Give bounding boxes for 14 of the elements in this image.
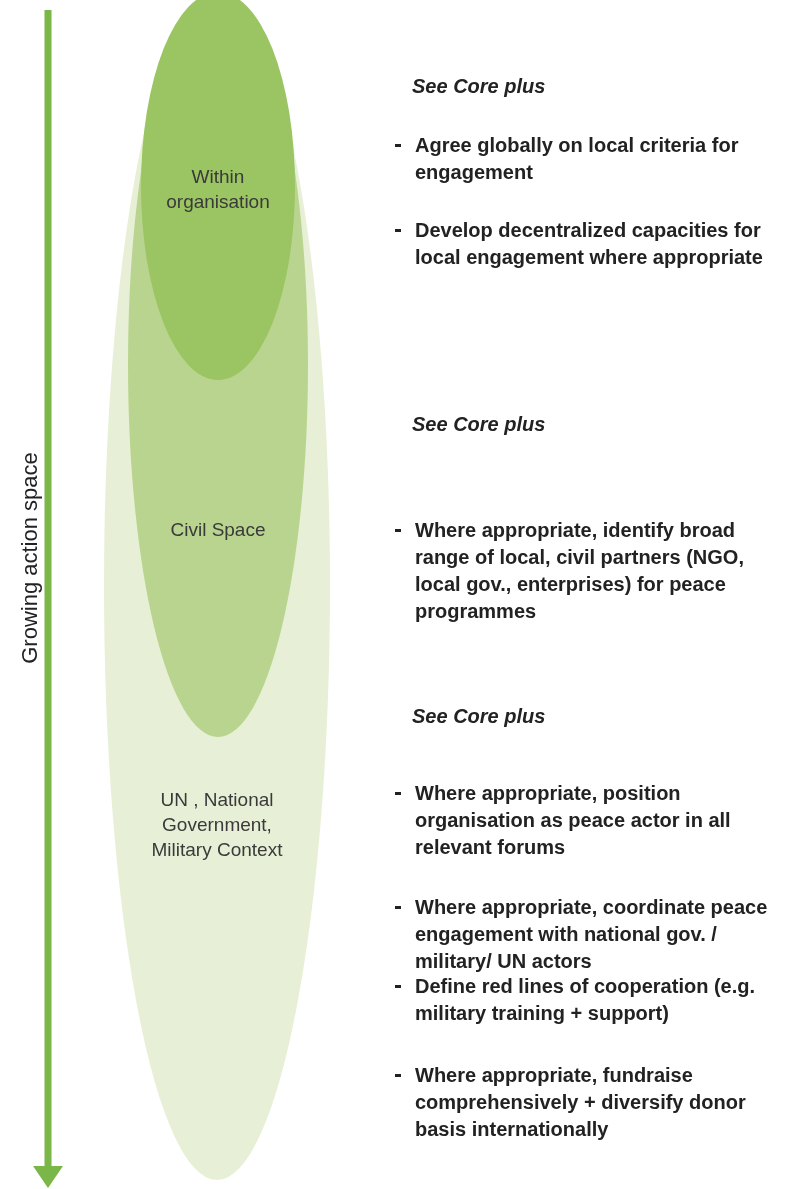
region-label: UN , National Government, Military Context [150, 788, 284, 862]
bullet-text: Define red lines of cooperation (e.g. military training + support) [415, 975, 756, 1024]
bullet-text: Where appropriate, identify broad range of local, civil partners (NGO, local gov., enterprises) for peace programmes [415, 519, 744, 622]
region-label: Within organisation [165, 165, 271, 214]
bullet-text: Agree globally on local criteria for engagement [415, 134, 739, 183]
axis-label: Growing action space [17, 451, 43, 666]
bullet-text: Where appropriate, coordinate peace engagement with national gov. / military/ UN actors [415, 896, 768, 972]
region-label: Civil Space [169, 518, 267, 542]
section-note: See Core plus [412, 705, 546, 727]
bullet-text: Where appropriate, fundraise comprehensively + diversify donor basis internationally [415, 1064, 746, 1140]
section-note: See Core plus [412, 75, 546, 97]
bullet-text: Where appropriate, position organisation as peace actor in all relevant forums [415, 782, 731, 858]
bullet-text: Develop decentralized capacities for local engagement where appropriate [415, 219, 763, 268]
section-note: See Core plus [412, 413, 546, 435]
